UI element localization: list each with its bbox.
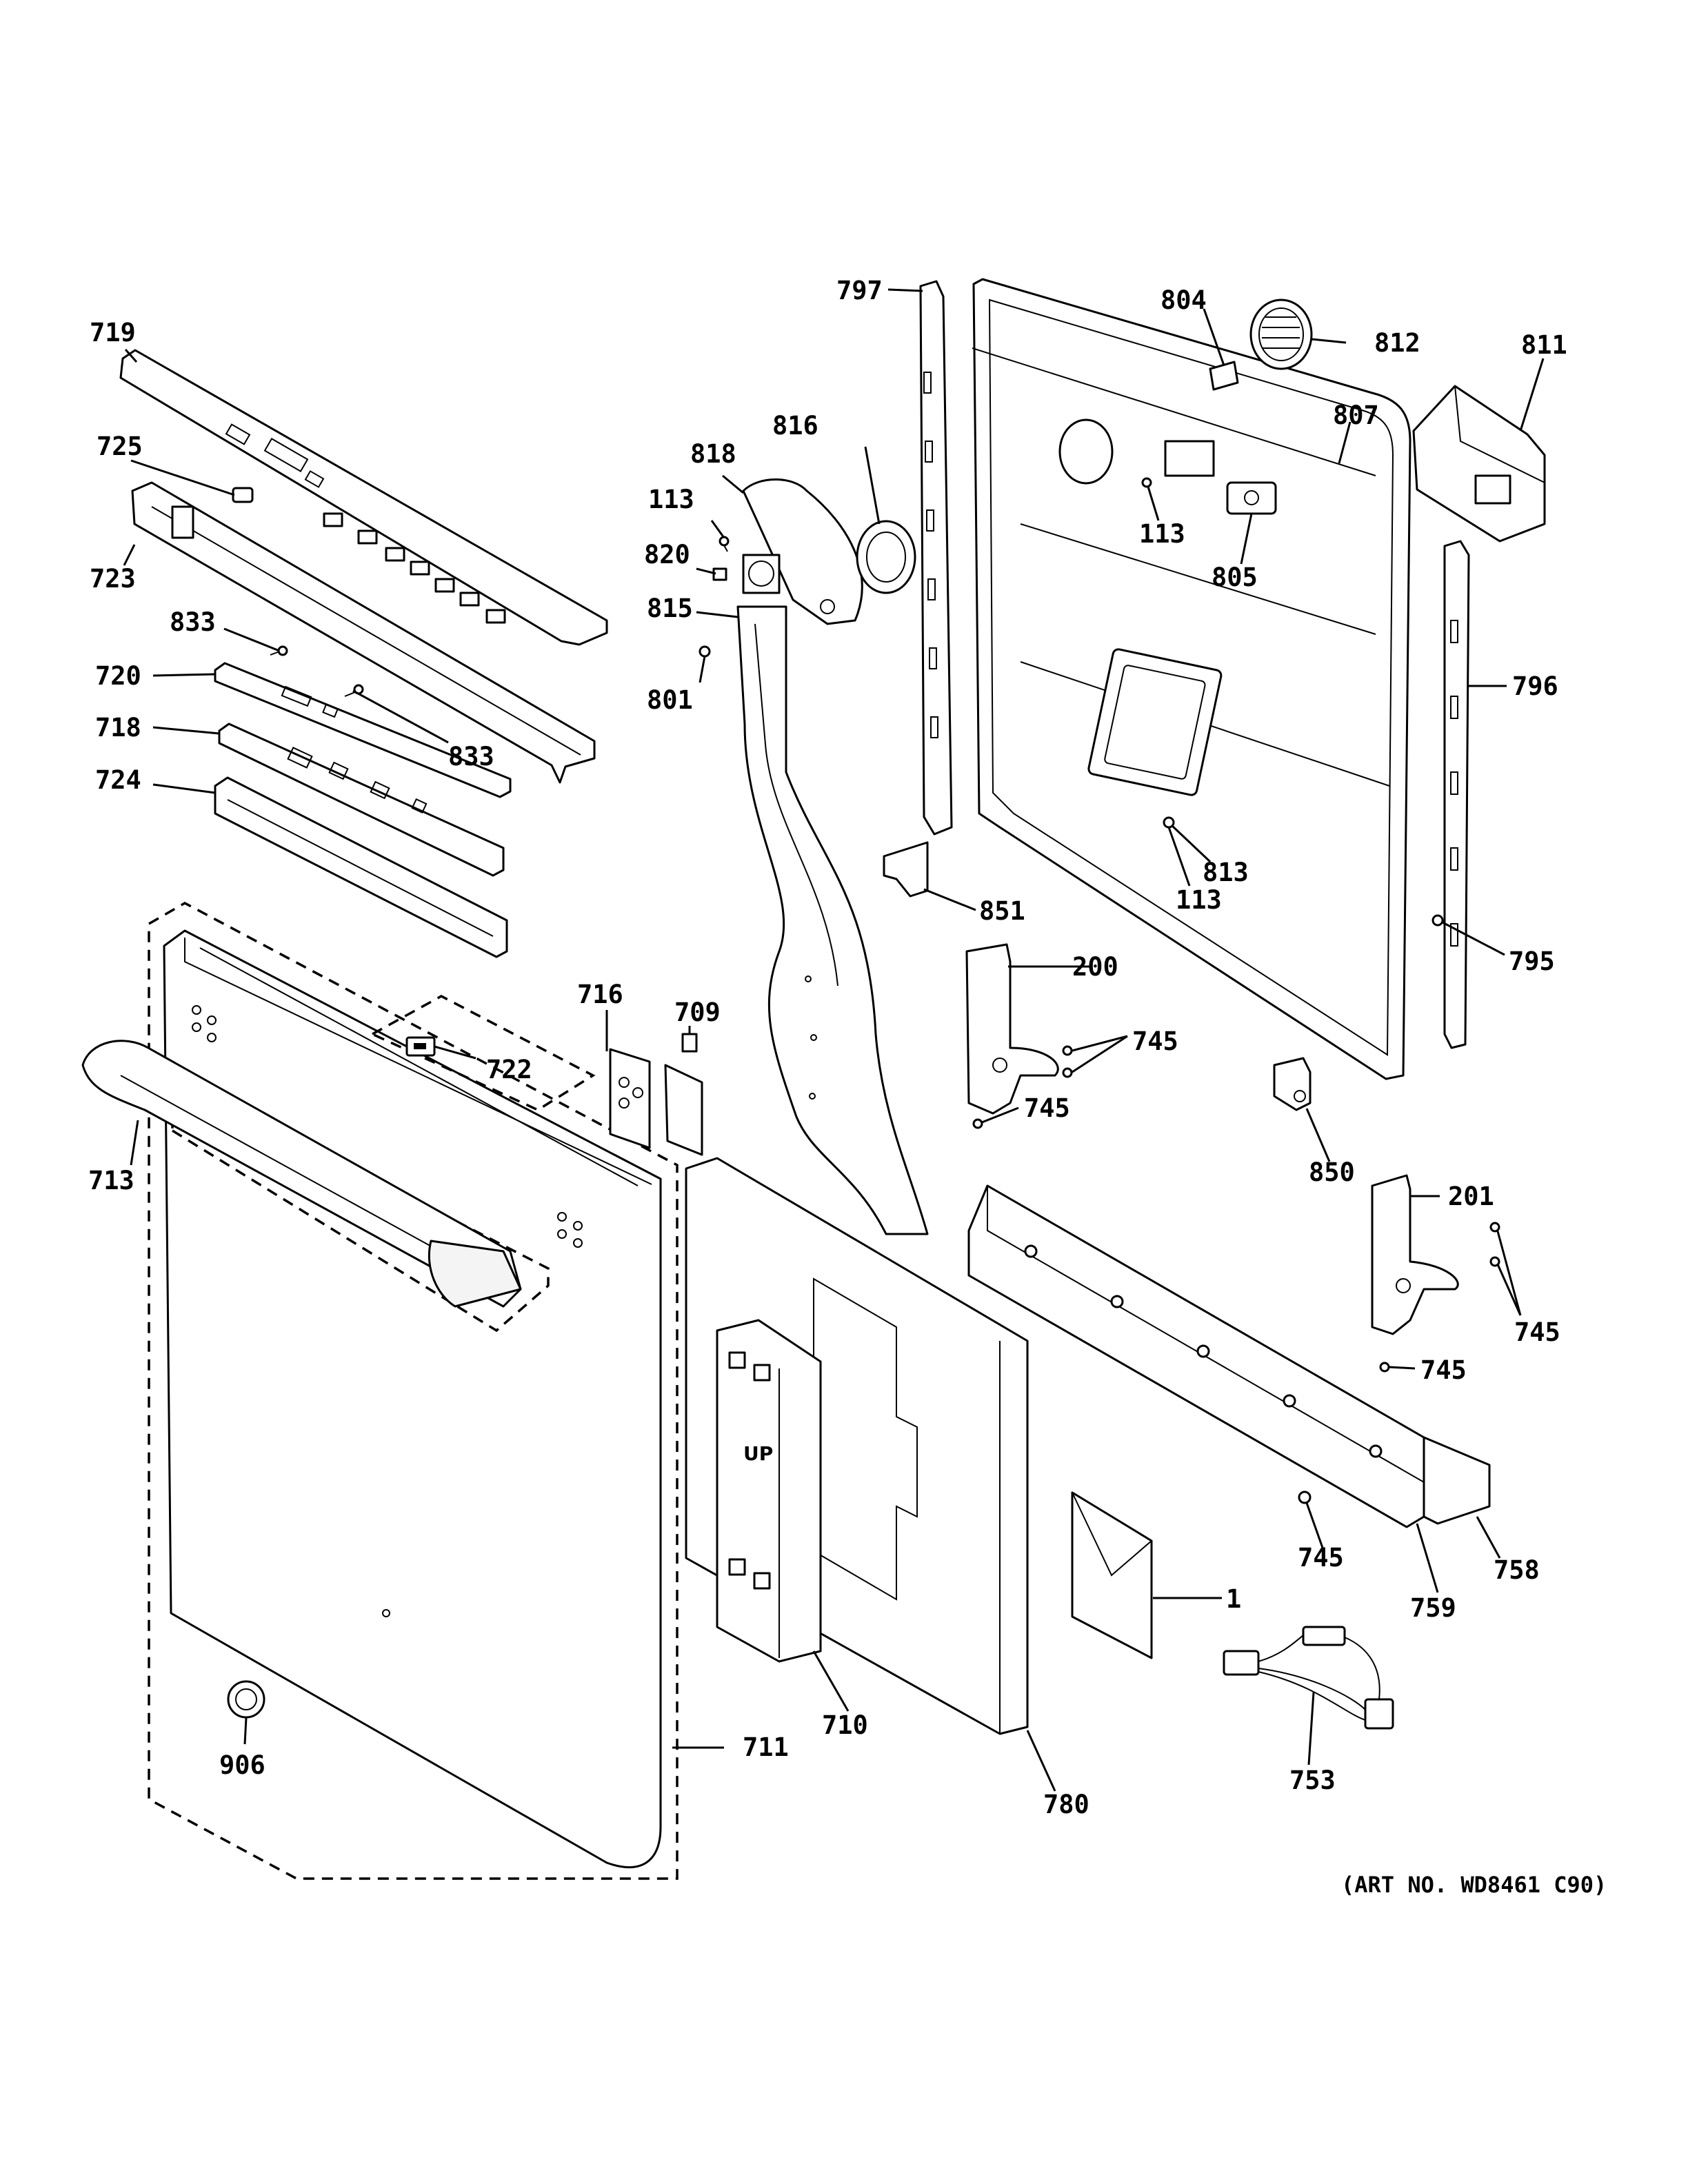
control-board[interactable] bbox=[218, 722, 505, 877]
bottom-trim[interactable] bbox=[967, 1184, 1425, 1528]
label-811[interactable]: 811 bbox=[1521, 330, 1567, 360]
badge[interactable] bbox=[227, 1680, 265, 1719]
label-815[interactable]: 815 bbox=[647, 594, 693, 623]
label-780[interactable]: 780 bbox=[1043, 1790, 1089, 1819]
vent-gasket[interactable] bbox=[856, 520, 916, 594]
label-796[interactable]: 796 bbox=[1512, 671, 1558, 701]
label-807[interactable]: 807 bbox=[1333, 401, 1379, 430]
label-724[interactable]: 724 bbox=[95, 765, 141, 795]
hinge-bracket-851[interactable] bbox=[883, 841, 929, 898]
label-113-lower[interactable]: 113 bbox=[1176, 885, 1222, 915]
screw-795[interactable] bbox=[1431, 914, 1444, 927]
outer-door-panel[interactable] bbox=[163, 929, 662, 1868]
screw-113-duct[interactable] bbox=[719, 536, 730, 552]
label-801[interactable]: 801 bbox=[647, 685, 693, 715]
vent-fan[interactable] bbox=[712, 554, 781, 594]
left-hinge[interactable] bbox=[965, 943, 1059, 1115]
label-805[interactable]: 805 bbox=[1212, 563, 1258, 592]
part-labels: 719 725 723 833 720 833 718 724 716 709 … bbox=[88, 276, 1567, 1819]
label-200[interactable]: 200 bbox=[1072, 952, 1118, 982]
label-758[interactable]: 758 bbox=[1494, 1555, 1540, 1585]
detergent-dispenser[interactable] bbox=[1412, 385, 1546, 543]
ui-board[interactable] bbox=[214, 662, 512, 798]
label-719[interactable]: 719 bbox=[90, 318, 136, 347]
label-850[interactable]: 850 bbox=[1309, 1157, 1355, 1187]
label-113-upper[interactable]: 113 bbox=[1139, 519, 1185, 549]
screw-745-c[interactable] bbox=[1489, 1222, 1500, 1267]
vent-flap[interactable] bbox=[1209, 361, 1239, 391]
screw-833-upper[interactable] bbox=[270, 645, 288, 656]
screw-113-upper[interactable] bbox=[1141, 477, 1152, 488]
label-745-b[interactable]: 745 bbox=[1024, 1093, 1070, 1123]
label-1[interactable]: 1 bbox=[1226, 1584, 1241, 1614]
label-201[interactable]: 201 bbox=[1448, 1182, 1494, 1211]
leader-lines bbox=[123, 288, 1545, 1792]
screw-113-lower[interactable] bbox=[1163, 816, 1175, 829]
button-dashed-outline bbox=[370, 995, 596, 1111]
button-cap[interactable] bbox=[232, 487, 254, 503]
right-hinge[interactable] bbox=[1371, 1174, 1459, 1335]
label-113-duct[interactable]: 113 bbox=[648, 485, 694, 514]
hinge-bracket-850[interactable] bbox=[1273, 1057, 1312, 1111]
control-panel-overlay[interactable] bbox=[119, 349, 608, 646]
label-745-c[interactable]: 745 bbox=[1514, 1317, 1560, 1347]
screw-745-e[interactable] bbox=[1298, 1490, 1312, 1504]
installation-instructions[interactable] bbox=[1071, 1491, 1153, 1659]
label-722[interactable]: 722 bbox=[486, 1055, 532, 1084]
label-745-e[interactable]: 745 bbox=[1298, 1543, 1344, 1573]
left-side-trim[interactable] bbox=[919, 280, 953, 836]
label-816[interactable]: 816 bbox=[772, 411, 818, 441]
right-side-trim[interactable] bbox=[1443, 540, 1470, 1049]
label-813[interactable]: 813 bbox=[1203, 858, 1249, 887]
vent-fan-housing[interactable] bbox=[742, 478, 863, 625]
label-818[interactable]: 818 bbox=[690, 439, 736, 469]
door-clip[interactable] bbox=[664, 1033, 703, 1156]
door-spacer[interactable]: UP bbox=[716, 1319, 822, 1663]
label-720[interactable]: 720 bbox=[95, 661, 141, 691]
door-bracket[interactable] bbox=[609, 1048, 651, 1149]
label-804[interactable]: 804 bbox=[1160, 285, 1207, 315]
label-820[interactable]: 820 bbox=[644, 540, 690, 569]
inner-door-panel[interactable] bbox=[972, 278, 1411, 1080]
label-716[interactable]: 716 bbox=[577, 980, 623, 1009]
door-handle[interactable] bbox=[81, 1040, 522, 1308]
label-745-a[interactable]: 745 bbox=[1132, 1027, 1178, 1056]
label-753[interactable]: 753 bbox=[1289, 1766, 1336, 1795]
label-718[interactable]: 718 bbox=[95, 713, 141, 742]
screw-745-a[interactable] bbox=[1062, 1045, 1073, 1078]
screw-745-b[interactable] bbox=[972, 1118, 983, 1129]
vent-grille[interactable] bbox=[1249, 299, 1313, 370]
screw-801[interactable] bbox=[699, 645, 711, 658]
label-833-lower[interactable]: 833 bbox=[448, 742, 494, 771]
label-725[interactable]: 725 bbox=[97, 432, 143, 461]
label-906[interactable]: 906 bbox=[219, 1750, 265, 1780]
label-812[interactable]: 812 bbox=[1374, 328, 1420, 358]
label-797[interactable]: 797 bbox=[836, 276, 883, 305]
label-795[interactable]: 795 bbox=[1509, 947, 1555, 976]
wire-harness[interactable] bbox=[1223, 1626, 1394, 1730]
door-button[interactable] bbox=[405, 1036, 436, 1057]
label-713[interactable]: 713 bbox=[88, 1166, 134, 1195]
label-709[interactable]: 709 bbox=[674, 998, 721, 1027]
label-723[interactable]: 723 bbox=[90, 564, 136, 594]
label-745-d[interactable]: 745 bbox=[1420, 1355, 1467, 1385]
board-housing[interactable] bbox=[214, 776, 508, 958]
door-bracket-805[interactable] bbox=[1226, 481, 1277, 515]
screw-745-d[interactable] bbox=[1379, 1362, 1390, 1373]
control-panel-frame[interactable] bbox=[131, 481, 596, 784]
label-711[interactable]: 711 bbox=[743, 1732, 789, 1762]
svg-text:UP: UP bbox=[743, 1442, 773, 1465]
label-851[interactable]: 851 bbox=[979, 896, 1025, 926]
insulation-strip[interactable] bbox=[1423, 1436, 1491, 1525]
art-number: (ART NO. WD8461 C90) bbox=[1341, 1872, 1607, 1898]
vent-duct[interactable] bbox=[736, 605, 929, 1235]
label-833-upper[interactable]: 833 bbox=[170, 607, 216, 637]
label-710[interactable]: 710 bbox=[822, 1710, 868, 1740]
outer-door-dashed-outline bbox=[148, 901, 679, 1880]
label-759[interactable]: 759 bbox=[1410, 1593, 1456, 1623]
